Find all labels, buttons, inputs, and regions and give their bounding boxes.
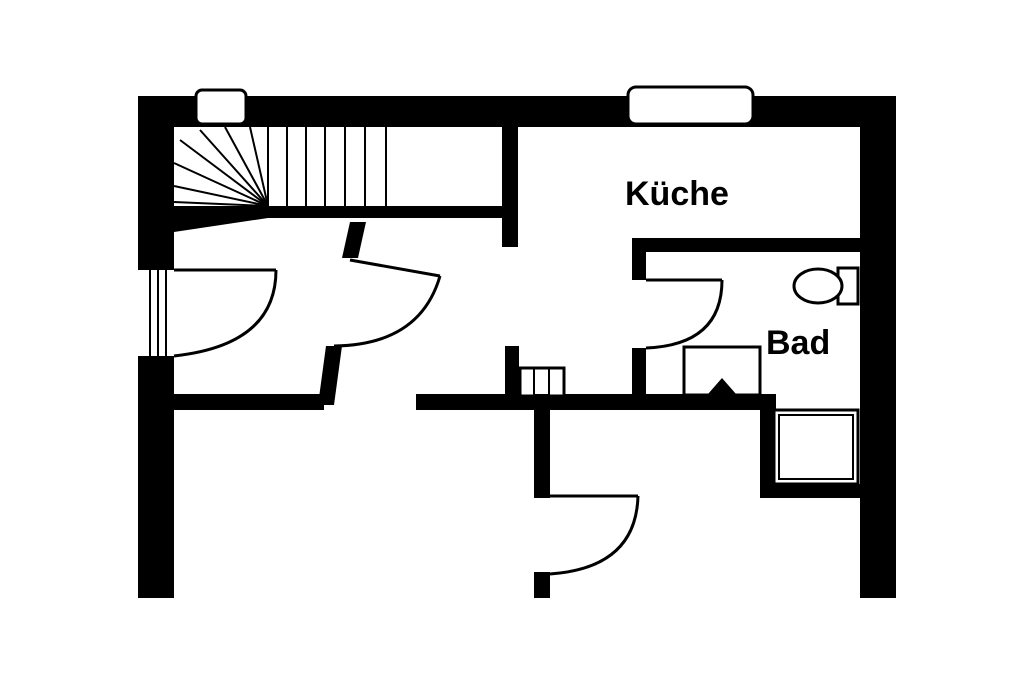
interior-walls <box>174 127 860 598</box>
toilet <box>792 266 860 306</box>
room-label-bathroom: Bad <box>766 324 830 362</box>
door-bottom <box>549 494 640 576</box>
outer-walls <box>138 96 896 598</box>
shower-wall-left <box>760 396 774 498</box>
bath-left-wall-bottom <box>632 348 646 398</box>
door-bath <box>645 278 724 350</box>
kitchen-left-wall <box>502 127 518 247</box>
bath-top-wall <box>632 238 860 252</box>
shower-wall-bottom <box>760 484 860 498</box>
right-wall <box>860 96 896 598</box>
left-wall-upper <box>138 96 174 270</box>
column-stub <box>505 346 519 394</box>
door-left <box>173 268 278 358</box>
bath-left-wall-top <box>632 238 646 280</box>
room-divider-wall-bottom <box>534 572 550 598</box>
pillar-box <box>518 366 566 398</box>
staircase <box>173 126 502 232</box>
shower <box>772 408 860 486</box>
room-divider-wall <box>534 394 550 498</box>
door-center <box>318 222 442 405</box>
hall-wall-right <box>416 394 776 410</box>
window-top-right <box>626 85 755 126</box>
sink <box>682 345 762 397</box>
left-wall-lower <box>138 356 174 598</box>
top-wall <box>138 96 896 127</box>
window-left <box>149 270 174 356</box>
window-top-left <box>194 88 248 126</box>
room-label-kitchen: Küche <box>625 175 729 213</box>
hall-wall-left <box>174 394 324 410</box>
